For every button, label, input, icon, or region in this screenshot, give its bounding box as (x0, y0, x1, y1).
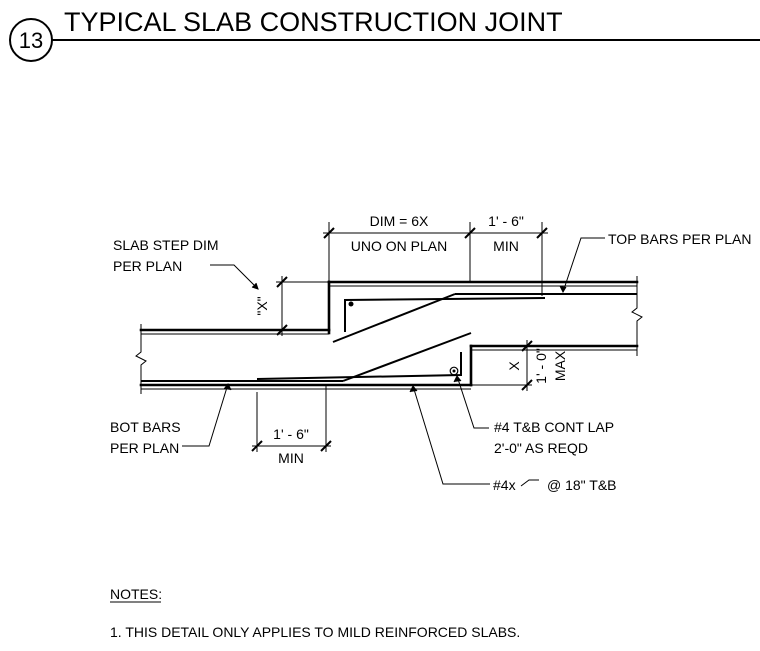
right-x-dim: X (506, 361, 522, 371)
dim-6x: DIM = 6X (370, 213, 429, 229)
bar-dot-bottom (449, 366, 459, 376)
bar-4x-hook-symbol (520, 479, 539, 487)
slab-step-label-2: PER PLAN (113, 258, 182, 274)
max-dim-label: MAX (552, 350, 568, 381)
bar-spacing-label: @ 18" T&B (547, 477, 617, 493)
step-x-dim: "X" (254, 296, 270, 315)
cont-lap-label-2: 2'-0" AS REQD (494, 440, 588, 456)
top-lap-min: MIN (493, 238, 519, 254)
top-dimensions: DIM = 6X UNO ON PLAN 1' - 6" MIN (323, 213, 548, 296)
bot-lap-dim: 1' - 6" (273, 426, 309, 442)
break-line-left (135, 324, 147, 394)
note-item-1: 1. THIS DETAIL ONLY APPLIES TO MILD REIN… (110, 624, 520, 640)
detail-title: TYPICAL SLAB CONSTRUCTION JOINT (64, 7, 563, 37)
bot-bars-label-2: PER PLAN (110, 440, 179, 456)
top-hook-bar (344, 297, 546, 332)
callouts: SLAB STEP DIM PER PLAN TOP BARS PER PLAN… (110, 231, 751, 493)
notes: NOTES: 1. THIS DETAIL ONLY APPLIES TO MI… (110, 586, 520, 640)
break-line-right (631, 276, 643, 356)
step-dimension: "X" (254, 276, 329, 336)
bottom-hook-bar (256, 352, 462, 380)
bot-lap-min: MIN (278, 450, 304, 466)
bar-4x-leader (412, 385, 490, 485)
bot-bars-leader (182, 383, 229, 447)
bar-4x-label: #4x (493, 477, 516, 493)
notes-heading: NOTES: (110, 586, 162, 602)
cont-lap-leader (456, 375, 489, 429)
uno-on-plan: UNO ON PLAN (351, 238, 447, 254)
top-bars-label: TOP BARS PER PLAN (608, 231, 751, 247)
top-bars-leader (562, 237, 605, 293)
bot-bars-label-1: BOT BARS (110, 419, 181, 435)
right-dimension: X 1' - 0" MAX (471, 340, 568, 391)
slab-step-leader (210, 264, 259, 290)
top-lap-dim: 1' - 6" (488, 213, 524, 229)
cont-lap-label-1: #4 T&B CONT LAP (494, 419, 614, 435)
detail-number: 13 (19, 28, 43, 53)
max-dim-value: 1' - 0" (533, 348, 549, 384)
reinforcement (141, 293, 637, 382)
slab-step-label-1: SLAB STEP DIM (113, 237, 219, 253)
title-block: 13 TYPICAL SLAB CONSTRUCTION JOINT (9, 7, 760, 62)
bar-dot-top (348, 301, 354, 307)
bottom-dimension: 1' - 6" MIN (251, 385, 332, 466)
